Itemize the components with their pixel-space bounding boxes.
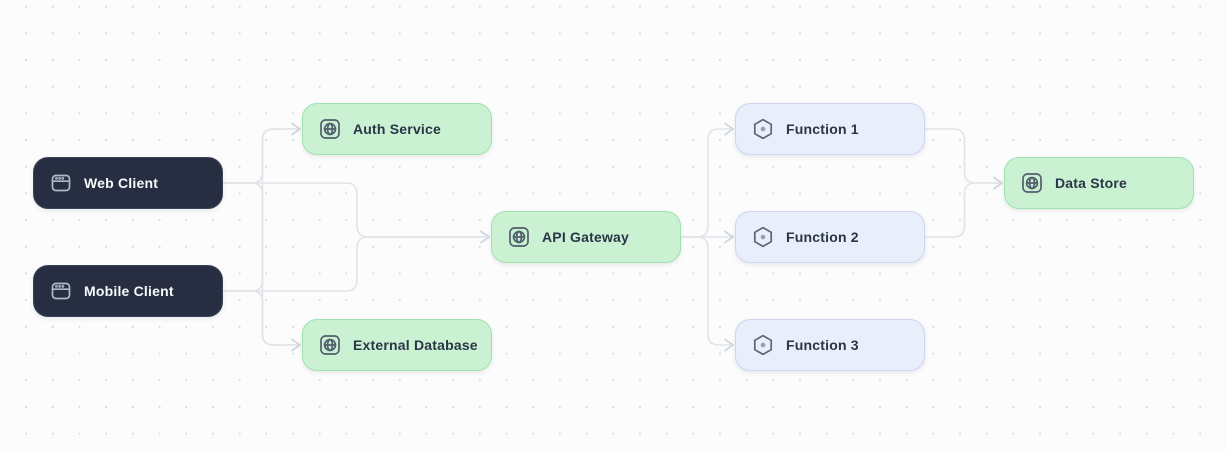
arrowhead-icon [993,176,1003,190]
browser-window-icon [51,282,71,300]
arrowhead-icon [724,230,734,244]
node-mobile-client[interactable]: Mobile Client [33,265,223,317]
hexagon-node-icon [753,226,773,248]
edge-function-2-to-data-store[interactable] [924,182,1003,238]
edge-mobile-client-to-auth-service[interactable] [222,128,301,292]
hexagon-node-icon [753,118,773,140]
node-label: Web Client [84,175,159,191]
node-label: Function 2 [786,229,859,245]
arrowhead-icon [724,338,734,352]
node-function-1[interactable]: Function 1 [735,103,925,155]
node-function-3[interactable]: Function 3 [735,319,925,371]
edge-mobile-client-to-external-database[interactable] [222,290,301,346]
node-data-store[interactable]: Data Store [1004,157,1194,209]
edge-api-gateway-to-function-1[interactable] [680,128,734,238]
hexagon-node-icon [753,334,773,356]
browser-window-icon [51,174,71,192]
edge-web-client-to-api-gateway[interactable] [222,182,490,238]
arrowhead-icon [480,230,490,244]
node-external-database[interactable]: External Database [302,319,492,371]
globe-icon [320,335,340,355]
globe-icon [320,119,340,139]
node-api-gateway[interactable]: API Gateway [491,211,681,263]
arrowhead-icon [291,338,301,352]
globe-icon [1022,173,1042,193]
node-label: API Gateway [542,229,630,245]
node-label: Mobile Client [84,283,174,299]
arrowhead-icon [291,122,301,136]
edge-web-client-to-external-database[interactable] [222,182,301,346]
node-web-client[interactable]: Web Client [33,157,223,209]
node-label: Data Store [1055,175,1128,191]
edge-api-gateway-to-function-3[interactable] [680,236,734,346]
node-label: Function 1 [786,121,859,137]
edge-function-1-to-data-store[interactable] [924,128,1003,184]
node-label: External Database [353,337,478,353]
node-function-2[interactable]: Function 2 [735,211,925,263]
node-auth-service[interactable]: Auth Service [302,103,492,155]
node-label: Function 3 [786,337,859,353]
arrowhead-icon [724,122,734,136]
edge-web-client-to-auth-service[interactable] [222,128,301,184]
globe-icon [509,227,529,247]
node-label: Auth Service [353,121,441,137]
edge-mobile-client-to-api-gateway[interactable] [222,236,490,292]
